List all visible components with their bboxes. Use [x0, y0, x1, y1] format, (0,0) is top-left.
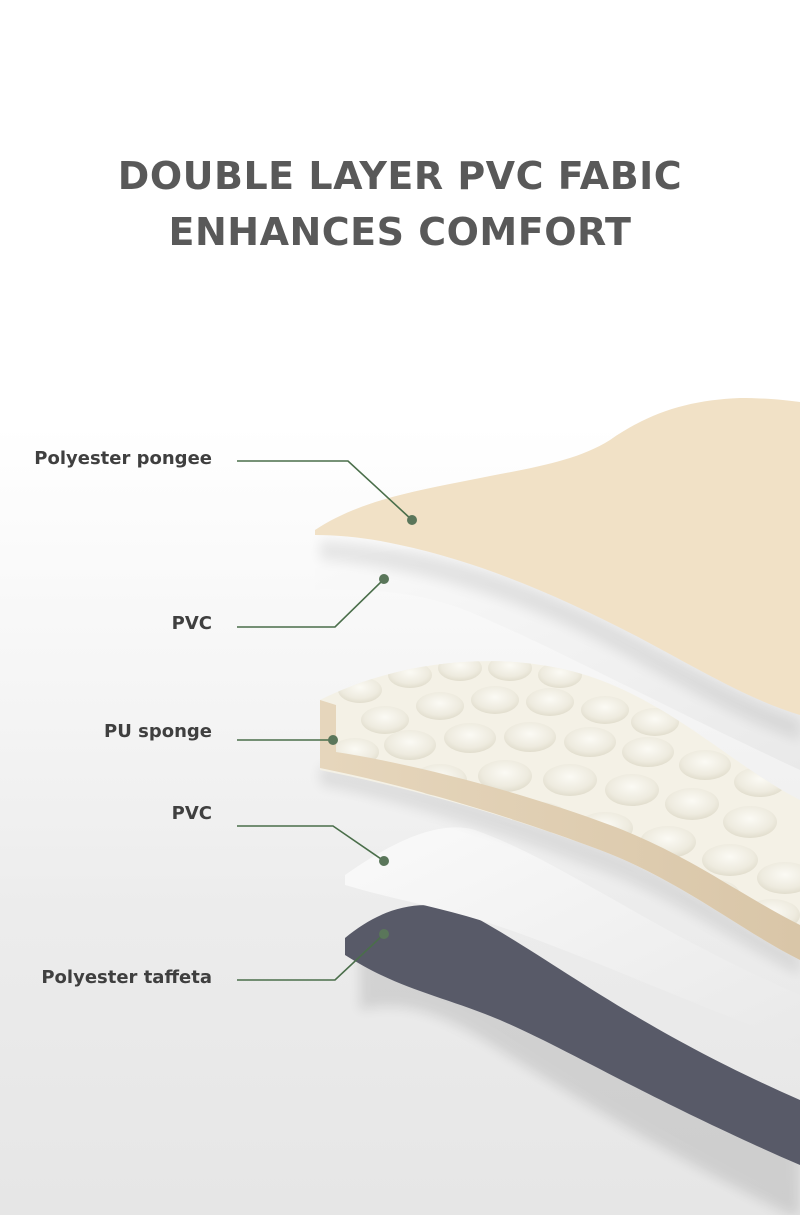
- sponge-edge: [320, 700, 800, 960]
- leader-lines: [237, 460, 413, 981]
- layer-pu-sponge: [320, 661, 800, 975]
- pvc-lower-sheet: [345, 827, 800, 1045]
- leader-dots: [328, 515, 417, 939]
- leader-pvc-lower: [237, 825, 385, 862]
- label-polyester-taffeta: Polyester taffeta: [41, 967, 212, 988]
- pongee-sheet: [315, 398, 800, 715]
- leader-polyester-pongee: [237, 460, 413, 521]
- leader-polyester-taffeta: [237, 933, 385, 981]
- layer-pvc-lower: [345, 827, 800, 1045]
- dot-polyester-taffeta: [379, 929, 389, 939]
- dot-pvc-upper: [379, 574, 389, 584]
- dot-polyester-pongee: [407, 515, 417, 525]
- taffeta-sheet: [345, 905, 800, 1165]
- label-polyester-pongee: Polyester pongee: [34, 448, 212, 469]
- label-pvc-upper: PVC: [171, 613, 212, 634]
- label-pu-sponge: PU sponge: [104, 721, 212, 742]
- layer-polyester-taffeta: [345, 905, 800, 1215]
- page-title: DOUBLE LAYER PVC FABIC ENHANCES COMFORT: [0, 148, 800, 260]
- dot-pu-sponge: [328, 735, 338, 745]
- label-pvc-lower: PVC: [171, 803, 212, 824]
- leader-pvc-upper: [237, 578, 385, 628]
- dot-pvc-lower: [379, 856, 389, 866]
- title-line-2: ENHANCES COMFORT: [168, 210, 632, 254]
- title-line-1: DOUBLE LAYER PVC FABIC: [117, 154, 683, 198]
- layer-polyester-pongee: [315, 398, 800, 740]
